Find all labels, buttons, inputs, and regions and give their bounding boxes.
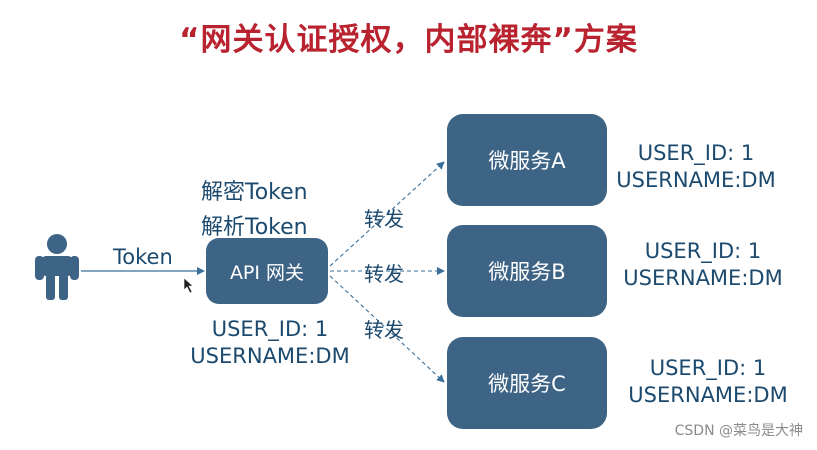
service-a-label: 微服务A [488,149,566,173]
forward-label-a: 转发 [364,207,404,231]
service-a-box: 微服务A [447,114,607,206]
token-label: Token [113,245,173,269]
service-c-label: 微服务C [488,372,566,396]
gateway-user-id: USER_ID: 1 [211,317,329,341]
gateway-claims: USER_ID: 1 USERNAME:DM [180,316,360,370]
page-title: “网关认证授权，内部裸奔”方案 [179,22,638,58]
forward-arrow-c [329,275,445,383]
service-a-username: USERNAME:DM [616,168,776,192]
service-b-username: USERNAME:DM [623,266,783,290]
parse-token-label: 解析Token [201,215,308,240]
api-gateway-label: API 网关 [229,261,305,284]
forward-arrow-a [329,161,445,267]
service-b-user-id: USER_ID: 1 [644,239,762,263]
forward-label-b: 转发 [364,262,404,286]
service-a-claims: USER_ID: 1 USERNAME:DM [606,140,786,194]
forward-label-c: 转发 [364,318,404,342]
service-a-user-id: USER_ID: 1 [637,141,755,165]
decrypt-token-label: 解密Token [201,180,308,205]
service-c-user-id: USER_ID: 1 [649,356,767,380]
api-gateway-box: API 网关 [206,238,328,304]
watermark: CSDN @菜鸟是大神 [674,423,803,439]
service-c-username: USERNAME:DM [628,383,788,407]
service-b-box: 微服务B [447,225,607,317]
service-b-label: 微服务B [488,260,566,284]
service-b-claims: USER_ID: 1 USERNAME:DM [613,238,793,292]
gateway-username: USERNAME:DM [190,344,350,368]
service-c-box: 微服务C [447,337,607,429]
service-c-claims: USER_ID: 1 USERNAME:DM [618,355,798,409]
cursor-icon [183,277,194,294]
user-icon [35,234,79,300]
